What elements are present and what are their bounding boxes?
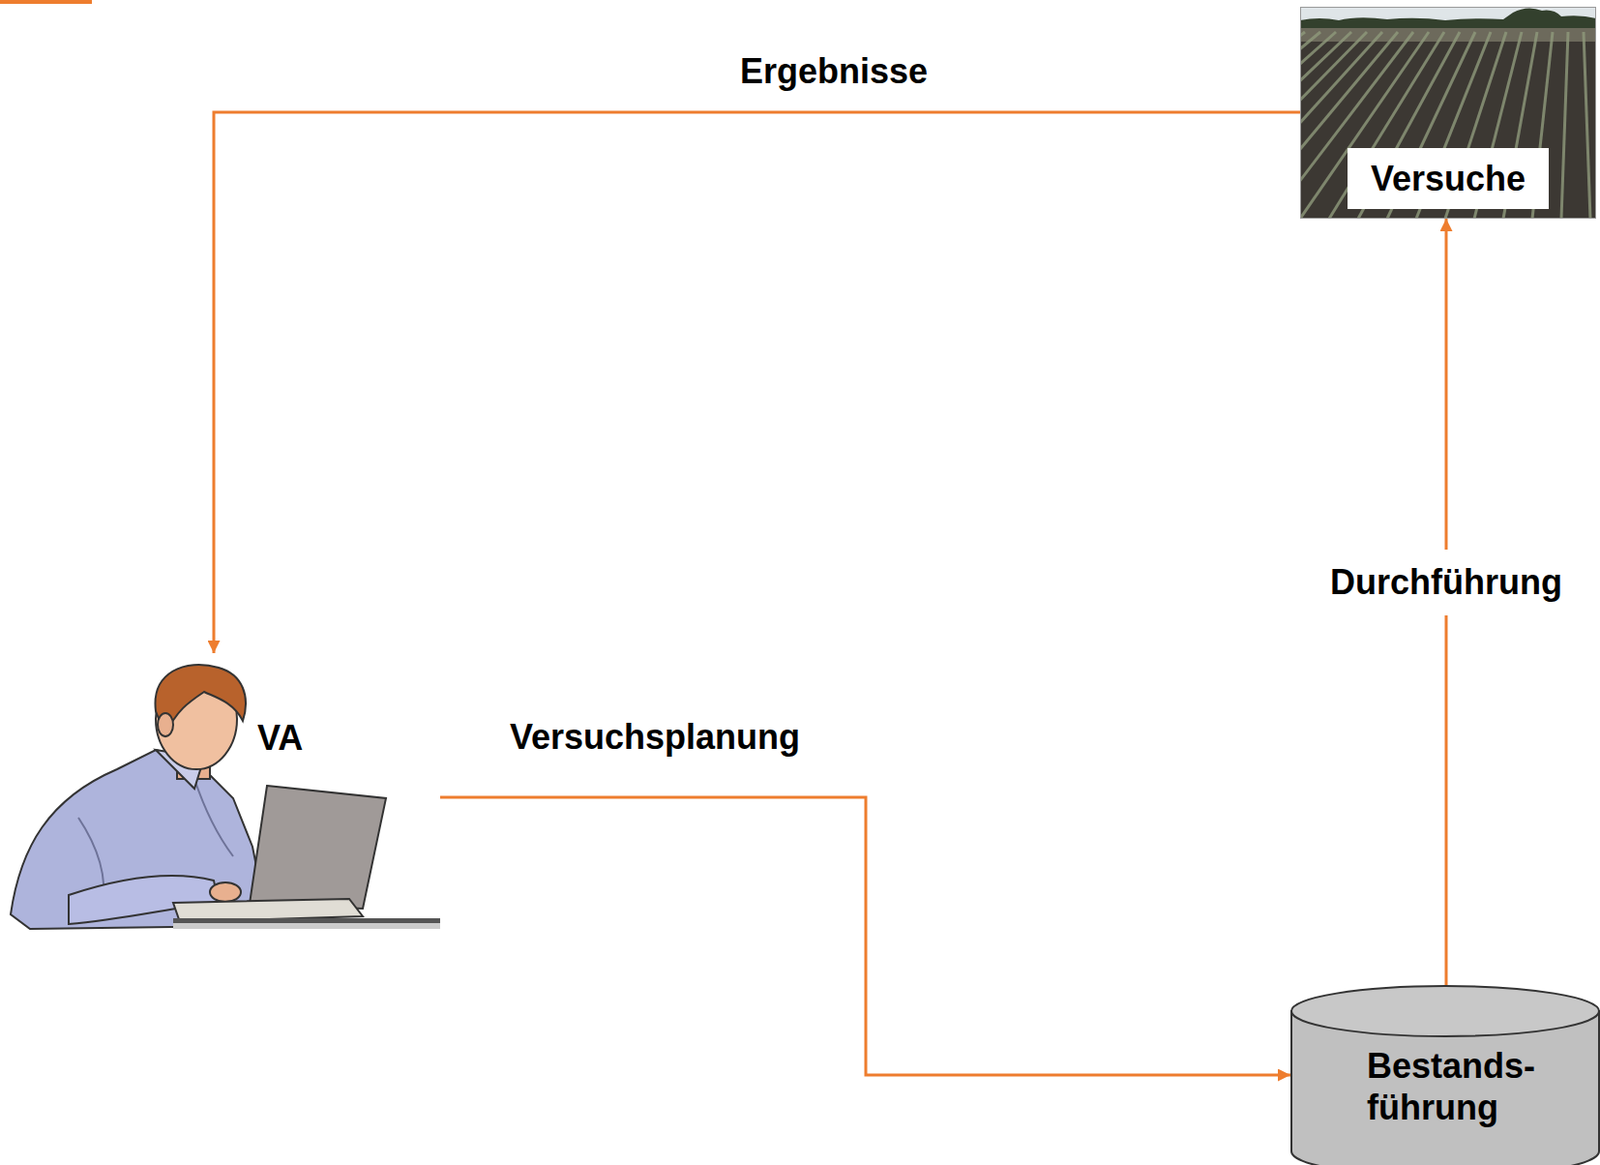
corner-bar: [0, 0, 92, 4]
database-cylinder: Bestands- führung: [1290, 984, 1600, 1165]
edge-label-anchor: Versuchsplanung: [503, 713, 806, 760]
node-label: Versuche: [1347, 148, 1549, 209]
node-label: Bestands- führung: [1366, 1044, 1561, 1128]
edge-label: Versuchsplanung: [503, 713, 806, 760]
connector: [440, 797, 1291, 1075]
node-label: VA: [257, 716, 303, 759]
cylinder-top: [1291, 985, 1600, 1037]
person-clipart: [10, 664, 441, 929]
edge-label-anchor: Durchführung: [1324, 549, 1569, 615]
analyst-node: VA: [10, 652, 441, 931]
edge-label: Ergebnisse: [734, 48, 934, 94]
connector: [213, 112, 1301, 653]
edge-label: Durchführung: [1324, 549, 1569, 615]
trial-field-node: Versuche: [1300, 6, 1597, 219]
field-photo: [1300, 6, 1597, 219]
edge-label-anchor: Ergebnisse: [734, 48, 934, 94]
